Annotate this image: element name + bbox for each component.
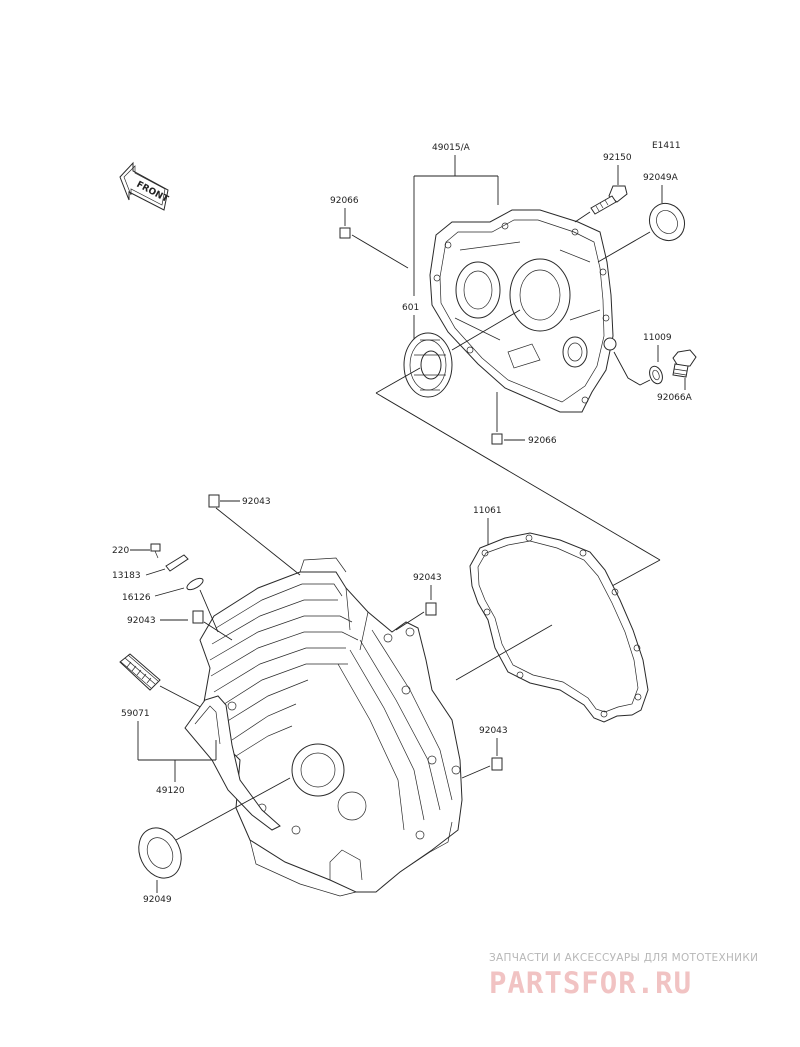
gasket-11061 [469,532,649,723]
part-label-92066-top: 92066 [330,196,359,206]
breather-plate-49120 [184,695,281,831]
crankcase-cover [429,209,617,413]
front-arrow-icon: FRONT [119,161,170,211]
part-label-92049: 92049 [143,895,172,905]
dowel-92043-right [425,602,437,616]
watermark-logo: PARTSFOR.RU [489,966,693,1000]
bolt-92150 [590,185,628,215]
dowel-92066-mid [491,433,503,445]
part-label-11009: 11009 [643,333,672,343]
dowel-92066-top [339,227,351,239]
oil-seal-92049a [648,202,686,242]
cylinder-block [199,557,463,897]
part-label-49120: 49120 [156,786,185,796]
part-label-59071: 59071 [121,709,150,719]
part-label-92043-left: 92043 [127,616,156,626]
screw-220 [150,543,161,559]
part-label-92066-mid: 92066 [528,436,557,446]
part-label-92150: 92150 [603,153,632,163]
washer-11009 [649,365,663,385]
part-label-601: 601 [402,303,419,313]
plate-13183 [165,554,189,572]
plug-92066a [672,349,697,378]
spring-59071 [119,653,161,691]
part-label-92043-lower: 92043 [479,726,508,736]
part-label-92066a: 92066A [657,393,693,403]
part-label-49015a: 49015/A [432,143,471,153]
part-label-13183: 13183 [112,571,141,581]
part-label-92043-right: 92043 [413,573,442,583]
part-label-16126: 16126 [122,593,151,603]
bearing-601 [403,332,453,398]
dowel-92043-left [192,610,204,624]
diagram-code: E1411 [652,141,681,151]
watermark-tagline: ЗАПЧАСТИ И АКСЕССУАРЫ ДЛЯ МОТОТЕХНИКИ [489,952,759,964]
o-ring-16126 [186,577,204,591]
part-label-92043-top: 92043 [242,497,271,507]
part-label-11061: 11061 [473,506,502,516]
part-label-92049a: 92049A [643,173,679,183]
oil-seal-92049 [138,827,182,879]
dowel-92043-top [208,494,220,508]
part-label-220: 220 [112,546,129,556]
dowel-92043-lower [491,757,503,771]
